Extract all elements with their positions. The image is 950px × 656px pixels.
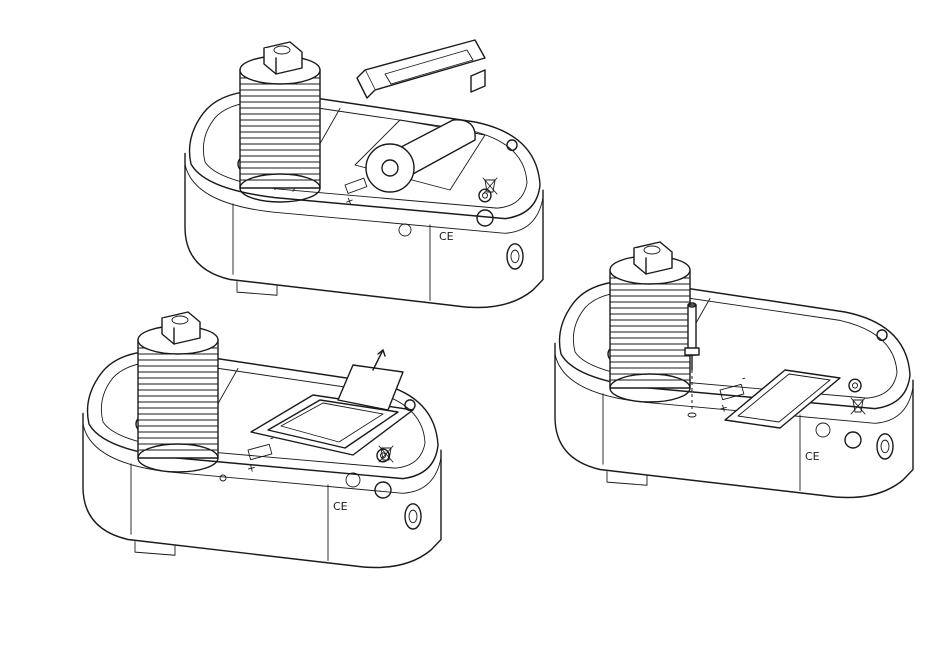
battery-cover (357, 40, 485, 98)
ce-mark-icon: CE (805, 450, 820, 463)
figure-bottom-right: - + CE (555, 242, 913, 498)
figure-top: CE + (185, 40, 543, 308)
ce-mark-icon: CE (439, 230, 454, 243)
svg-text:+: + (717, 401, 729, 416)
arrow-up-icon (373, 350, 385, 370)
figure-bottom-left: - + CE (83, 312, 441, 568)
ce-mark-icon: CE (333, 500, 348, 513)
